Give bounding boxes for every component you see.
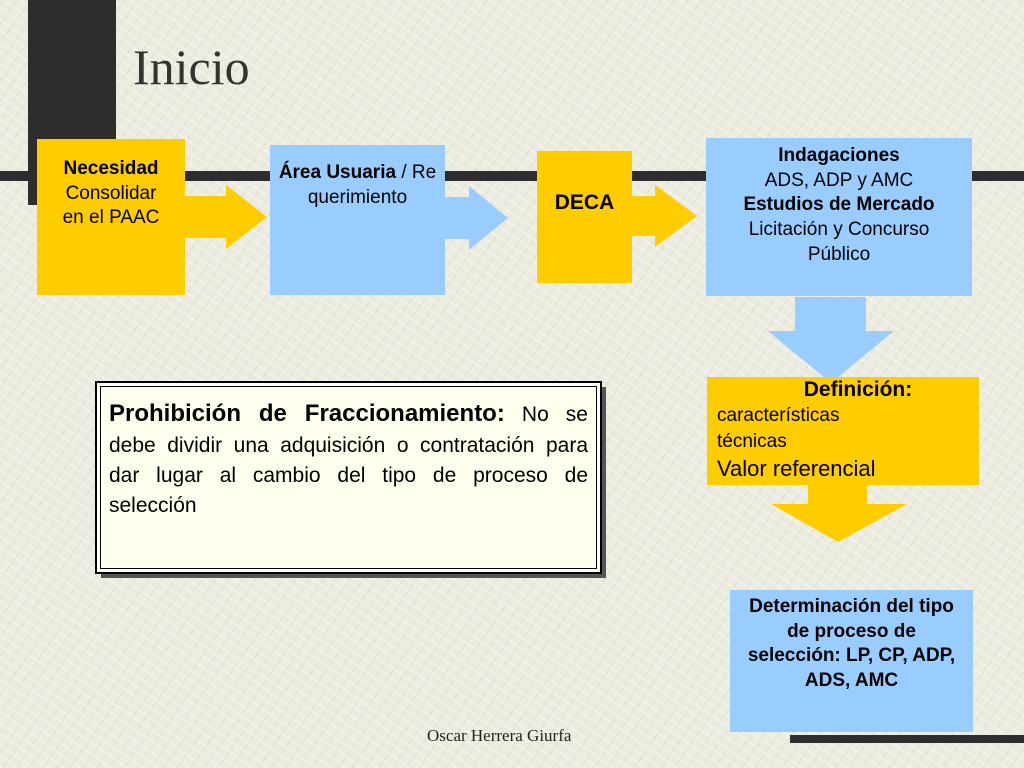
prohibicion-text: No se debe dividir una adquisición o con… [109, 403, 588, 517]
necesidad-text: Consolidar en el PAAC [62, 182, 160, 229]
determinacion-box: Determinación del tipo de proceso de sel… [730, 590, 973, 732]
estudios-title: Estudios de Mercado [743, 194, 935, 216]
deca-box: DECA [537, 151, 632, 283]
arrow-down-icon [768, 297, 894, 383]
indagaciones-title: Indagaciones [778, 145, 900, 166]
arrow-right-icon [444, 186, 508, 250]
definicion-text: características técnicas [717, 405, 840, 452]
area-usuaria-text: / Requerimiento [307, 162, 437, 208]
slide-title: Inicio [133, 39, 250, 95]
indagaciones-text: ADS, ADP y AMC [764, 169, 914, 191]
definicion-box: Definición: características técnicas Val… [707, 377, 979, 485]
area-usuaria-box: Área Usuaria / Requerimiento [270, 145, 445, 295]
definicion-valor: Valor referencial [717, 455, 876, 481]
bottom-horizontal-line [790, 735, 1024, 743]
determinacion-text: Determinación del tipo de proceso de sel… [747, 596, 956, 692]
necesidad-title: Necesidad [63, 158, 159, 179]
arrow-right-icon [631, 185, 697, 247]
arrow-down-icon [771, 484, 907, 542]
indagaciones-box: Indagaciones ADS, ADP y AMC Estudios de … [706, 138, 972, 296]
area-usuaria-title: Área Usuaria [278, 162, 397, 183]
arrow-right-icon [184, 185, 267, 249]
necesidad-box: Necesidad Consolidar en el PAAC [37, 139, 185, 295]
top-horizontal-line [0, 171, 1024, 181]
footer-author: Oscar Herrera Giurfa [427, 726, 572, 745]
definicion-title: Definición: [803, 378, 913, 401]
prohibicion-box: Prohibición de Fraccionamiento: No se de… [95, 381, 602, 574]
prohibicion-title: Prohibición de Fraccionamiento: [109, 400, 505, 427]
estudios-text: Licitación y Concurso Público [748, 219, 930, 265]
deca-title: DECA [554, 191, 615, 214]
